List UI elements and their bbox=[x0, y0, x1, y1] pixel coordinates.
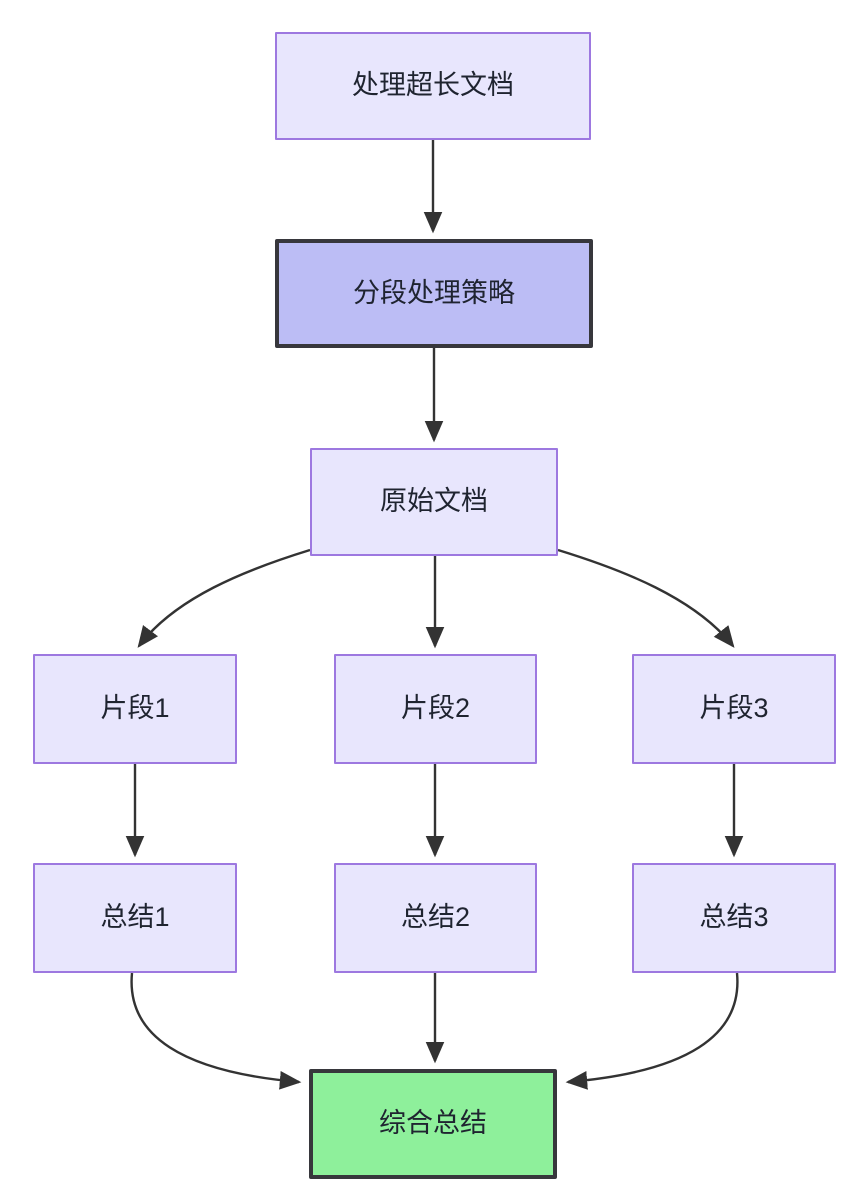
flow-node-n5[interactable]: 片段2 bbox=[334, 654, 537, 764]
flow-node-label: 片段1 bbox=[100, 693, 170, 724]
flow-node-n9[interactable]: 总结3 bbox=[632, 863, 836, 973]
flow-node-label: 片段3 bbox=[699, 693, 769, 724]
flow-node-label: 总结2 bbox=[400, 902, 471, 933]
flow-node-n4[interactable]: 片段1 bbox=[33, 654, 237, 764]
flow-node-label: 原始文档 bbox=[380, 486, 488, 517]
flow-edge-e9 bbox=[130, 972, 302, 1090]
flow-edge-e3 bbox=[137, 548, 311, 648]
flow-node-n7[interactable]: 总结1 bbox=[33, 863, 237, 973]
flow-node-n2[interactable]: 分段处理策略 bbox=[275, 239, 593, 348]
flow-node-n3[interactable]: 原始文档 bbox=[310, 448, 558, 556]
flow-node-label: 总结3 bbox=[699, 902, 769, 933]
flow-node-label: 分段处理策略 bbox=[353, 277, 515, 308]
flow-node-n10[interactable]: 综合总结 bbox=[309, 1069, 557, 1179]
flow-edge-e11 bbox=[565, 972, 739, 1090]
flow-edge-e5 bbox=[557, 548, 735, 648]
flow-node-n6[interactable]: 片段3 bbox=[632, 654, 836, 764]
flow-node-label: 片段2 bbox=[400, 693, 471, 724]
flow-node-label: 综合总结 bbox=[379, 1108, 487, 1139]
flow-node-n1[interactable]: 处理超长文档 bbox=[275, 32, 591, 140]
flow-node-label: 总结1 bbox=[100, 902, 170, 933]
flow-node-label: 处理超长文档 bbox=[352, 70, 514, 101]
flow-node-n8[interactable]: 总结2 bbox=[334, 863, 537, 973]
